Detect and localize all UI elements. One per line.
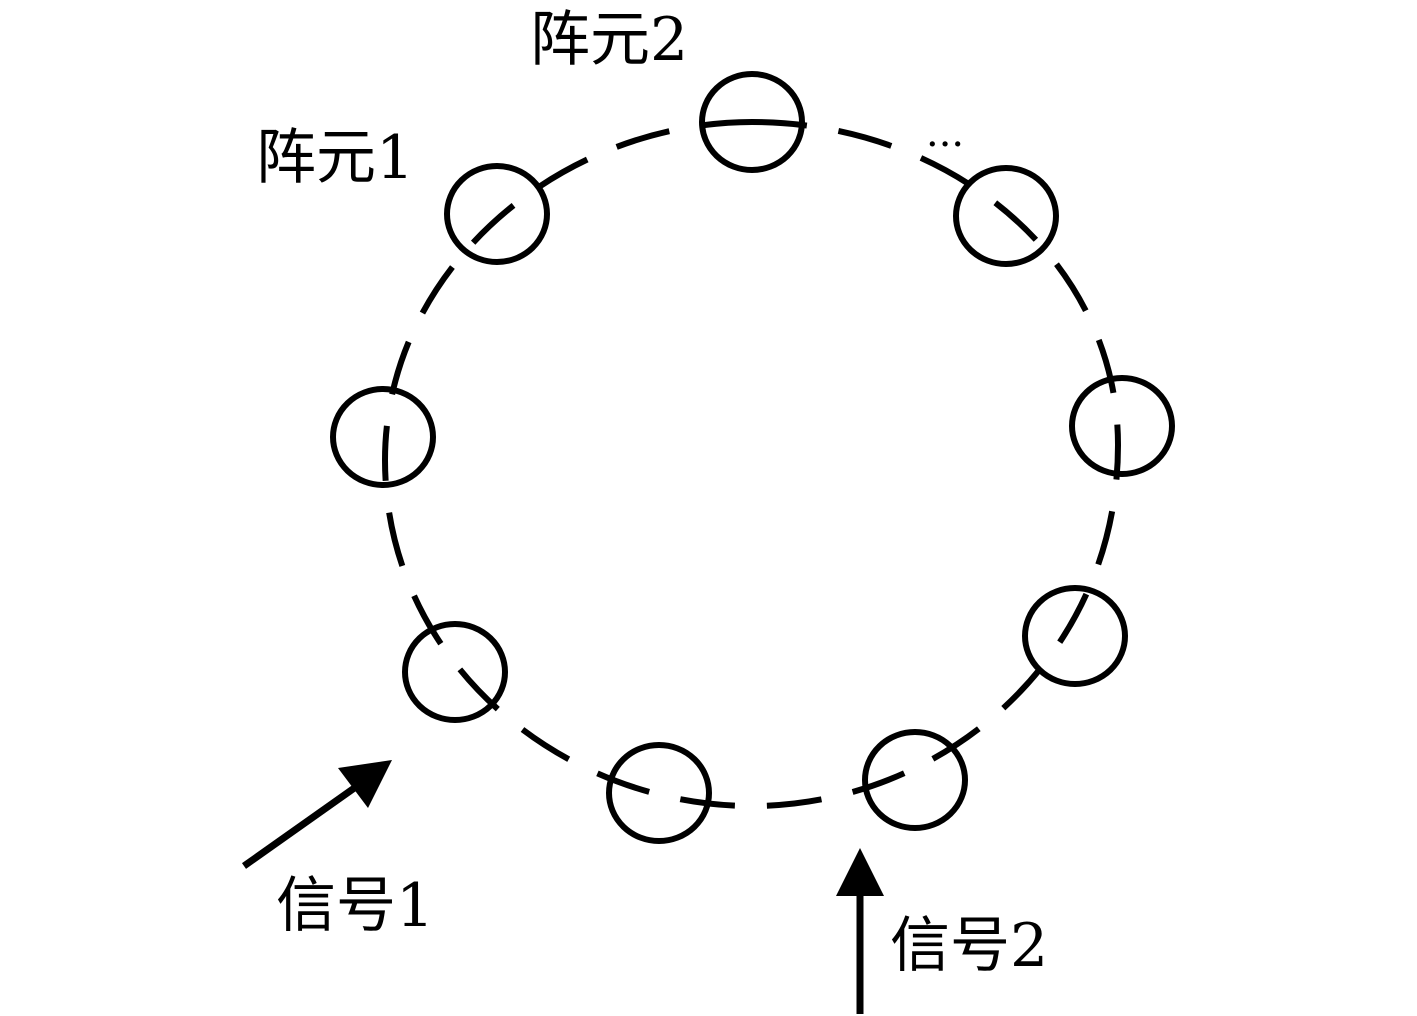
array-element-9 [330, 386, 436, 488]
array-element-1 [444, 163, 550, 265]
array-dashed-path [381, 118, 1122, 810]
signal-2-label: 信号2 [890, 911, 1048, 981]
array-element-3 [953, 165, 1059, 267]
array-element-8 [402, 621, 508, 723]
element-2-label: 阵元2 [530, 5, 688, 75]
array-element-6 [862, 729, 968, 831]
array-element-4 [1069, 375, 1175, 477]
signal-2-arrow [836, 848, 884, 1014]
element-1-label: 阵元1 [256, 123, 414, 193]
array-element-5 [1022, 585, 1128, 687]
ellipsis-label: ··· [926, 122, 964, 168]
array-element-7 [606, 742, 712, 844]
signal-1-label: 信号1 [276, 871, 434, 941]
signal-1-arrow [241, 760, 392, 869]
array-elements [330, 71, 1175, 844]
array-element-2 [699, 71, 805, 173]
